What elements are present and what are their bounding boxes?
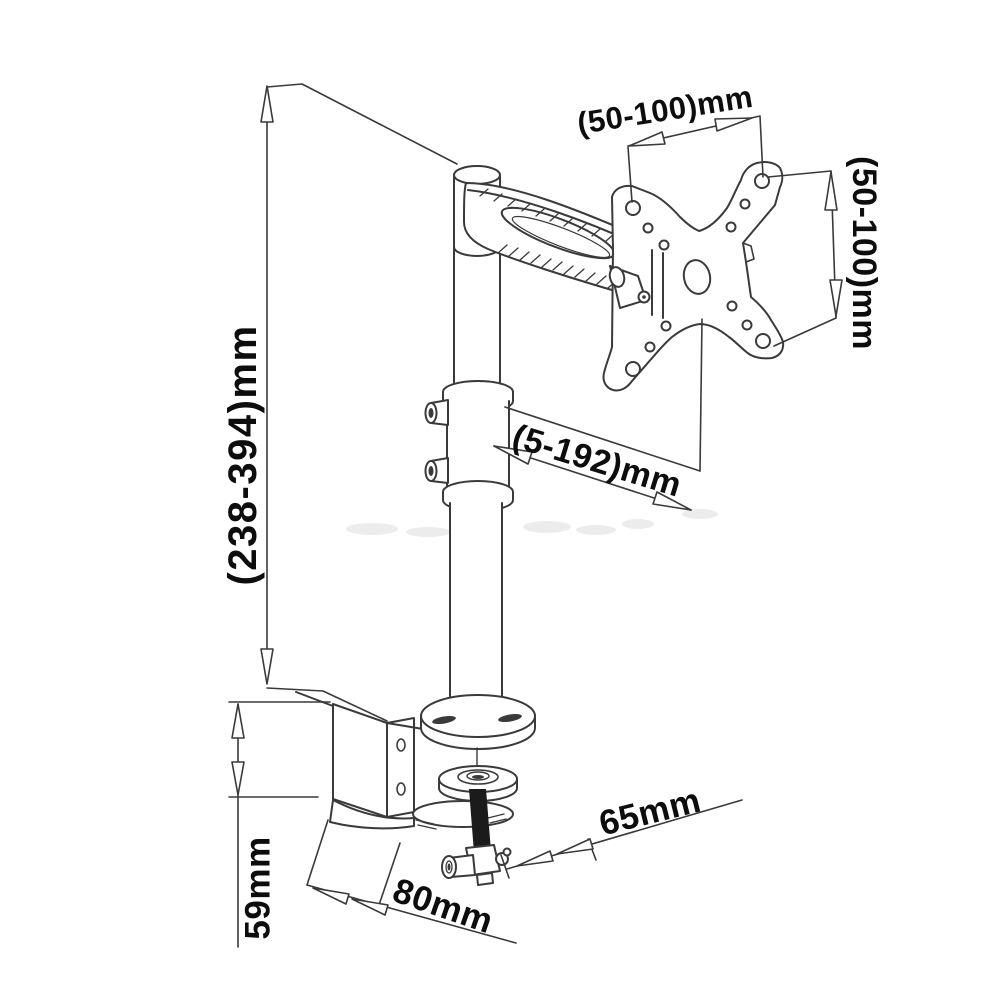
dimension-clamp-thickness	[228, 701, 331, 948]
dimension-vesa-height	[767, 170, 843, 347]
dimension-pole-height	[260, 83, 458, 722]
dimension-clamp-width	[500, 799, 743, 879]
dimension-clamp-depth	[306, 819, 517, 944]
watermark-artifacts	[346, 509, 718, 537]
label-clamp-width: 65mm	[595, 781, 705, 844]
label-arm-reach: (5-192)mm	[508, 417, 686, 504]
vesa-plate	[602, 161, 785, 392]
dimension-vesa-width	[627, 115, 764, 203]
label-pole-height: (238-394)mm	[221, 324, 265, 585]
height-collar	[424, 380, 514, 698]
label-vesa-height: (50-100)mm	[845, 156, 883, 350]
clamp-screw	[469, 789, 491, 853]
base-flange	[420, 694, 536, 738]
label-clamp-thickness: 59mm	[239, 836, 278, 939]
desk-clamp	[295, 691, 536, 886]
arm-hinge	[608, 249, 664, 319]
dimension-arm-reach	[493, 318, 703, 511]
vesa-center-hole	[682, 259, 712, 295]
vesa-holes	[625, 173, 771, 377]
label-vesa-width: (50-100)mm	[575, 79, 756, 141]
arm-hatching	[479, 188, 640, 296]
